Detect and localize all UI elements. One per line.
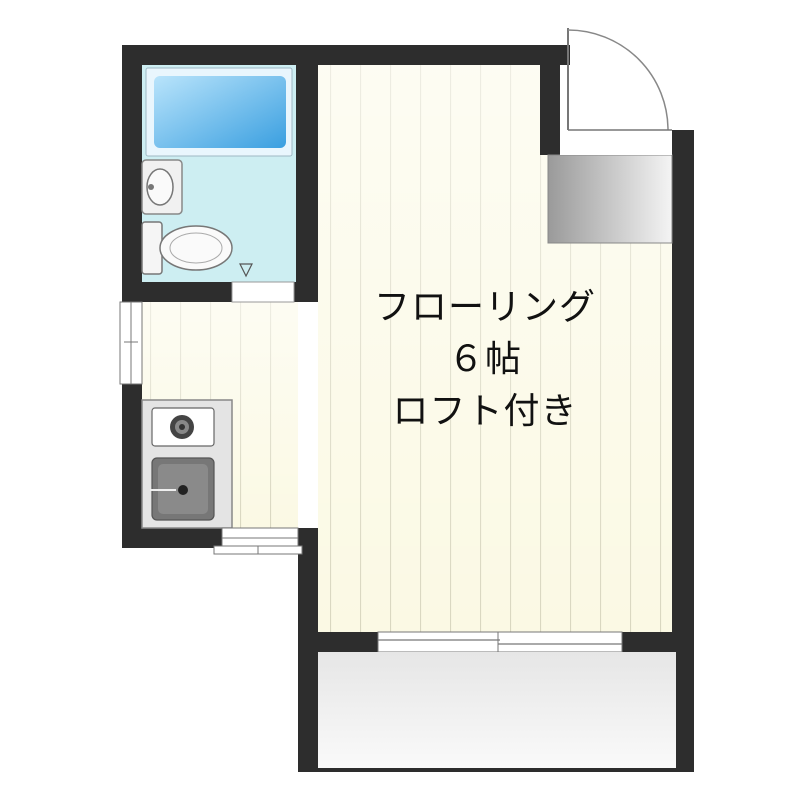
bathtub-icon: [145, 67, 293, 157]
bathroom: [141, 65, 296, 303]
stove-icon: [151, 407, 215, 447]
left-window: [119, 301, 143, 385]
door-marker-icon: [239, 263, 253, 278]
genkan-floor: [547, 154, 673, 244]
windows: [119, 301, 623, 653]
kitchen-counter: [141, 399, 233, 529]
entrance: [547, 28, 673, 244]
balcony: [298, 652, 694, 772]
balcony-window: [377, 631, 623, 653]
kitchen-sink-icon: [150, 457, 215, 521]
bathroom-door: [231, 281, 295, 303]
main-room-label: フローリング ６帖 ロフト付き: [330, 282, 640, 438]
room-type-label: フローリング: [373, 287, 596, 328]
room-feature-label: ロフト付き: [392, 391, 578, 432]
room-size-label: ６帖: [447, 339, 522, 380]
toilet-icon: [141, 221, 233, 275]
washbasin-icon: [141, 159, 183, 215]
door-swing-icon: [567, 28, 672, 131]
kitchen-bottom-window: [213, 527, 303, 555]
